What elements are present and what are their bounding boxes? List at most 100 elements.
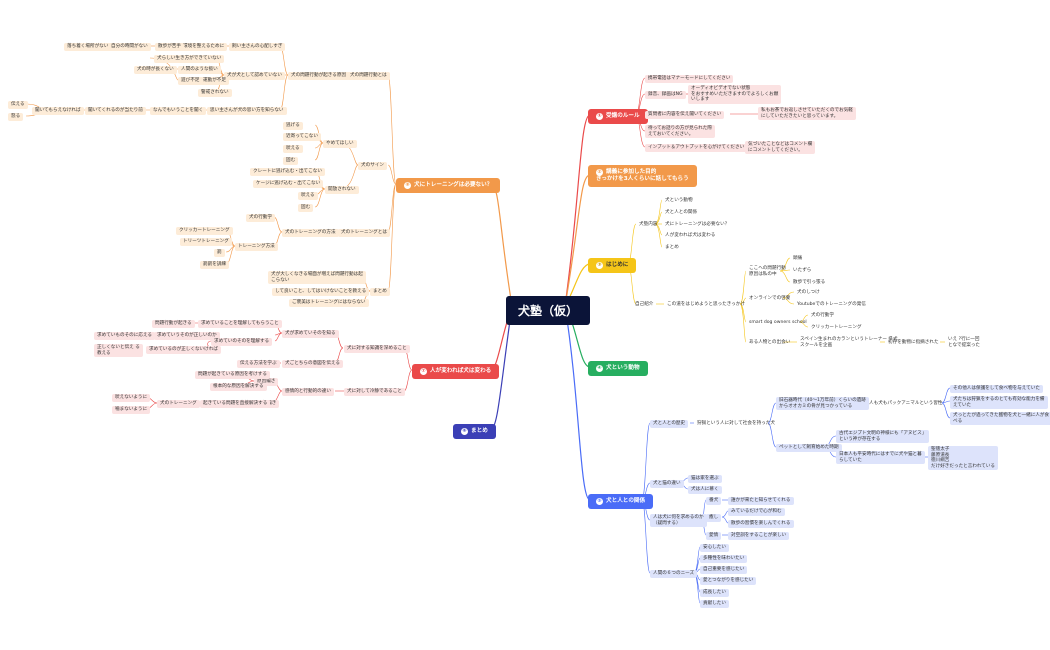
- relation-why-item[interactable]: 癒し: [706, 514, 722, 522]
- intro-problem-item[interactable]: いたずら: [793, 268, 812, 273]
- intro-problem[interactable]: ここへの問題行動 原因は私の中: [749, 266, 786, 277]
- relation-needs-item[interactable]: 多種性を味わいたい: [700, 555, 748, 563]
- intro-self-label[interactable]: 自己紹介: [635, 302, 654, 307]
- relation-pet-b[interactable]: 日本人も平安時代にはすでに犬や猫と暮 らしていた: [836, 451, 925, 465]
- training-b2-leaf[interactable]: ケージに逃げ込む・出てこない: [253, 180, 324, 188]
- relation-why-sub[interactable]: みているだけで心が和む: [728, 508, 785, 516]
- relation-why-sub[interactable]: 散歩の習慣を楽しんでくれる: [728, 520, 794, 528]
- change-b1-item[interactable]: 原因編さ: [254, 378, 279, 386]
- training-a-item[interactable]: 飼い主さんの心配しすぎ: [229, 43, 286, 51]
- relation-needs-item[interactable]: 貢献したい: [700, 600, 729, 608]
- relation-similar-item[interactable]: 犬は人に慕く: [688, 486, 722, 494]
- relation-pet[interactable]: ペットとして飼育始めた時期: [776, 444, 842, 452]
- intro-problem-item[interactable]: 頭痛: [793, 256, 803, 261]
- training-a3-leaf[interactable]: 聞いてくれるのが当たり前: [85, 107, 146, 115]
- relation-era1-item[interactable]: 犬っとたが過ってきた獲物を犬と一緒に人が食 べる: [950, 412, 1050, 426]
- change-b[interactable]: 犬に対して冷静であること: [344, 388, 405, 396]
- change-b-item[interactable]: 感情的と行動的の違い: [282, 388, 334, 396]
- intro-content-item[interactable]: 人が変われば犬は変わる: [665, 233, 716, 238]
- rule-item[interactable]: 私もお茶でお返しさせていただくのでお気軽 にしていただきたいと思っています。: [758, 107, 856, 121]
- change-b2-leaf[interactable]: 犬のトレーニング: [157, 400, 200, 408]
- change-a1-item[interactable]: 求めていのそのを理解する: [211, 338, 273, 346]
- rule-item[interactable]: 質問者に内容を伝え聞いてください: [645, 111, 725, 119]
- training-a1-leaf[interactable]: 自分の時間がない: [108, 43, 151, 51]
- training-b1-leaf[interactable]: 固む: [283, 157, 299, 165]
- change-a2-leaf[interactable]: 伝える方法を学ぶ: [237, 360, 280, 368]
- intro-content-item[interactable]: 犬にトレーニングは必要ない？: [665, 222, 730, 227]
- rule-item[interactable]: インプット＆アウトプットを心がけてください: [645, 144, 748, 152]
- relation-why-item[interactable]: 愛情: [706, 532, 722, 540]
- change-b2-item[interactable]: 噛まないように: [112, 406, 151, 414]
- training-c-item[interactable]: トレーニング方法: [235, 243, 278, 251]
- relation-pet-a[interactable]: 古代エジプト文明の神様にも「アヌビス」 という神が存在する: [836, 430, 930, 444]
- training-b2-leaf[interactable]: クレートに逃げ込む・出てこない: [250, 168, 325, 176]
- relation-era1-item[interactable]: その他人は保護をして食べ物を与えていた: [950, 385, 1043, 393]
- intro-online[interactable]: オンラインでの啓蒙: [749, 296, 791, 301]
- training-a1-leaf[interactable]: 落ち着く場所がない: [64, 43, 112, 51]
- training-c-leaf[interactable]: クリッカートレーニング: [176, 227, 233, 235]
- training-a-item[interactable]: 思い主さんが犬の思い方を知らない: [207, 107, 287, 115]
- intro-meet-sub[interactable]: スペイン生まれのカランというトレーナー 県式 スクールを企画: [800, 337, 898, 348]
- relation-why-sub[interactable]: 対空訓をすることが楽しい: [728, 532, 790, 540]
- change-a1-leaf[interactable]: 正しくないと伝え る 教える: [94, 344, 143, 358]
- change-a-item[interactable]: 犬が求めていそのを知る: [282, 330, 339, 338]
- relation-era1[interactable]: 旧石器時代（40～1万年前）くらいの遺跡 からオオカミの骨が見つかっている: [776, 397, 869, 411]
- rule-item[interactable]: 録音、録画はNG: [645, 91, 686, 99]
- training-b-item[interactable]: 開放されない: [325, 186, 359, 194]
- training-c-leaf[interactable]: トリーツトレーニング: [180, 238, 232, 246]
- relation-similar-item[interactable]: 猫は家を選ぶ: [688, 475, 722, 483]
- training-a2-leaf[interactable]: 運動が不足: [200, 77, 229, 85]
- change-a-item[interactable]: 犬ごとちらの意図を伝える: [282, 360, 343, 368]
- intro-meet[interactable]: ある人物との出会い: [749, 340, 791, 345]
- change-b1-leaf[interactable]: 起きている問題を直接解決する: [200, 400, 271, 408]
- change-a1-item[interactable]: 求めていることを理解してもらうこと: [198, 320, 282, 328]
- relation-why[interactable]: 人は犬に何を求めるのか （疑問する）: [650, 514, 707, 528]
- intro-meet-sub3[interactable]: いえ ?行に一回 となで提案った: [948, 337, 981, 348]
- training-a2-leaf[interactable]: 警戒されない: [198, 89, 232, 97]
- intro-smart[interactable]: smart dog owners school: [749, 320, 807, 325]
- training-c-item[interactable]: 犬のトレーニングの方法: [282, 229, 339, 237]
- rule-item[interactable]: 携帯電話はマナーモードにしてください: [645, 75, 734, 83]
- relation-history-sub[interactable]: 狩猟という人に対して社会を持った犬: [697, 421, 775, 426]
- intro-online-item[interactable]: Youtubeでのトレーニングの発信: [797, 302, 866, 307]
- relation-why-sub[interactable]: 誰かが来たと知らせてくれる: [728, 497, 794, 505]
- change-a1-item[interactable]: 求めていうそのが正しいのか: [154, 332, 220, 340]
- training-a3-leaf[interactable]: 伝える: [8, 101, 28, 109]
- training-a3-leaf[interactable]: なんでもいうことを聞く: [150, 107, 207, 115]
- rule-item[interactable]: オーディオビデオでない状態 をおすすめいただきますのでよろしくお願 いします: [688, 85, 782, 104]
- relation-needs-item[interactable]: 愛とつながりを感じたい: [700, 577, 757, 585]
- root-node[interactable]: 犬塾（仮）: [506, 296, 591, 325]
- training-b1-leaf[interactable]: 逃げる: [283, 122, 303, 130]
- change-b2-item[interactable]: 吠えないように: [112, 394, 151, 402]
- relation-needs-item[interactable]: 自己重要を感じたい: [700, 566, 748, 574]
- training-b[interactable]: 犬のサイン: [358, 162, 387, 170]
- relation-history[interactable]: 犬と人との歴史: [650, 420, 689, 428]
- training-b1-leaf[interactable]: 吠える: [283, 145, 303, 153]
- training-a2-leaf[interactable]: 犬の時が長くない: [134, 66, 177, 74]
- change-b1-leaf[interactable]: 根本的な原因を解決する: [210, 383, 267, 391]
- change-b1-leaf[interactable]: 問題が起きている原因を考けする: [195, 371, 270, 379]
- intro-smart-item[interactable]: 犬の行動学: [811, 313, 834, 318]
- training-b1-leaf[interactable]: 近寄ってこない: [283, 133, 321, 141]
- rule-item[interactable]: 気づいたことなどはコメント欄 にコメントしてください。: [745, 141, 816, 155]
- intro-content-item[interactable]: 犬と人との関係: [665, 210, 698, 215]
- relation-era1-item[interactable]: 犬たちは狩猟をするのとても有効な能力を備 えていた: [950, 396, 1048, 410]
- intro-meet-sub2[interactable]: 初存を動物に指摘された: [888, 340, 939, 345]
- training-b2-leaf[interactable]: 固む: [298, 204, 314, 212]
- training-c[interactable]: 犬のトレーニングとは: [338, 229, 390, 237]
- training-c-leaf[interactable]: 罰: [214, 249, 225, 257]
- relation-similar[interactable]: 犬と猫の違い: [650, 480, 684, 488]
- relation-needs-item[interactable]: 安心したい: [700, 544, 729, 552]
- change-a1-leaf[interactable]: 問題行動が起きる: [152, 320, 195, 328]
- intro-content-label[interactable]: 犬塾内容: [639, 222, 658, 227]
- intro-online-item[interactable]: 犬のしつけ: [797, 290, 820, 295]
- relation-needs[interactable]: 人間の６つのニーズ: [650, 570, 698, 578]
- relation-era1-sub[interactable]: 人も犬もパックアニマルという習性: [869, 401, 943, 406]
- intro-content-item[interactable]: 犬という動物: [665, 198, 693, 203]
